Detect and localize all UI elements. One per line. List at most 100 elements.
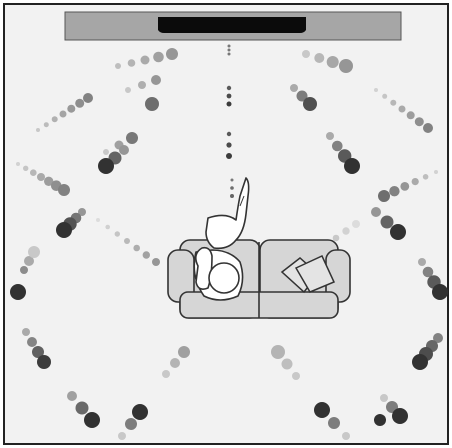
sound-wave-dot-icon [326,132,334,140]
sound-wave-dot-icon [133,244,140,252]
sound-wave-dot-icon [414,117,424,127]
sound-wave-dot-icon [75,401,89,415]
sound-wave-dot-icon [296,90,308,102]
sound-wave-dot-icon [390,224,406,240]
sound-wave-dot-icon [326,56,339,68]
sound-wave-dot-icon [328,417,340,429]
sound-wave-dot-icon [16,162,20,166]
sound-wave-dot-icon [227,52,231,56]
sound-wave-dot-icon [114,231,121,237]
sound-wave-dot-icon [230,194,234,198]
sound-wave-dot-icon [314,53,325,63]
sound-wave-dot-icon [227,48,231,52]
sound-wave-dot-icon [127,59,136,67]
sound-wave-dot-icon [105,224,110,230]
person-arm-raised [205,177,250,250]
sound-wave-dot-icon [389,186,400,197]
sound-wave-dot-icon [119,145,129,155]
sound-wave-dot-icon [166,48,178,60]
sound-wave-dot-icon [433,333,443,343]
sound-wave-dot-icon [352,220,360,228]
sound-wave-dot-icon [153,51,164,63]
sound-wave-dot-icon [96,218,100,222]
sound-wave-dot-icon [332,234,340,242]
sound-wave-dot-icon [170,358,180,368]
sound-wave-dot-icon [226,101,232,107]
sound-wave-dot-icon [67,391,77,401]
sound-wave-dot-icon [342,432,350,440]
sound-wave-dot-icon [36,128,40,132]
sound-wave-dot-icon [290,84,298,92]
pillow-front [294,255,336,293]
sound-wave-dot-icon [151,75,161,85]
sound-wave-dot-icon [406,111,415,120]
pillow-icon [280,255,336,294]
sound-wave-dot-icon [145,97,159,111]
sound-waves [10,44,448,440]
sound-wave-dot-icon [344,158,360,174]
sound-wave-dot-icon [332,140,343,152]
person-arm-lower [194,246,213,290]
sound-wave-dot-icon [20,266,28,274]
sound-wave-dot-icon [138,81,146,89]
sound-wave-dot-icon [380,394,388,402]
sound-wave-dot-icon [374,88,378,92]
sound-wave-dot-icon [142,251,150,259]
sound-wave-dot-icon [418,258,426,266]
sound-wave-dot-icon [162,370,170,378]
sound-wave-dot-icon [371,207,381,217]
sound-wave-dot-icon [227,44,231,48]
sound-wave-dot-icon [126,132,138,144]
sound-wave-dot-icon [422,174,429,180]
sound-wave-dot-icon [226,142,232,148]
sound-wave-dot-icon [28,246,40,258]
sound-wave-dot-icon [392,408,408,424]
person-head [208,262,240,294]
sound-wave-dot-icon [434,170,438,174]
sound-wave-dot-icon [140,55,150,65]
sound-wave-dot-icon [84,412,100,428]
sound-wave-dot-icon [339,59,353,73]
sound-wave-dot-icon [67,104,76,113]
sound-wave-dot-icon [230,178,234,182]
sound-wave-dot-icon [24,256,34,266]
sound-wave-dot-icon [303,97,317,111]
sound-wave-dot-icon [98,158,114,174]
sound-wave-dot-icon [342,227,350,235]
person-icon [193,177,250,301]
sound-wave-dot-icon [118,432,126,440]
soundbar-icon [64,11,402,41]
sound-wave-dot-icon [423,123,433,133]
sound-wave-dot-icon [152,258,160,266]
soundbar-bar [158,17,306,33]
sound-wave-dot-icon [378,190,390,202]
sound-wave-dot-icon [124,238,130,244]
sound-wave-dot-icon [30,169,37,176]
sound-wave-dot-icon [58,184,70,196]
sound-wave-dot-icon [51,116,58,123]
sound-wave-dot-icon [422,266,434,278]
sound-wave-dot-icon [230,186,234,190]
sound-wave-dot-icon [132,404,148,420]
sound-wave-dot-icon [83,93,93,103]
person-finger [239,195,245,207]
sound-wave-dot-icon [59,110,67,118]
sound-wave-dot-icon [412,354,428,370]
sound-wave-dot-icon [103,149,109,155]
sound-wave-dot-icon [37,173,45,181]
sound-wave-dot-icon [78,208,86,216]
sound-wave-dot-icon [178,346,190,358]
sound-wave-dot-icon [10,284,26,300]
sound-wave-dot-icon [382,93,388,99]
sound-wave-dot-icon [43,122,49,128]
sound-wave-dot-icon [44,176,54,186]
sound-wave-dot-icon [32,346,44,358]
sound-wave-dot-icon [390,99,397,106]
sound-wave-dot-icon [56,222,72,238]
sound-wave-dot-icon [226,93,232,99]
sound-wave-dot-icon [226,153,232,159]
sound-wave-dot-icon [398,105,406,113]
sound-wave-dot-icon [281,358,293,370]
sound-wave-dot-icon [400,182,410,191]
